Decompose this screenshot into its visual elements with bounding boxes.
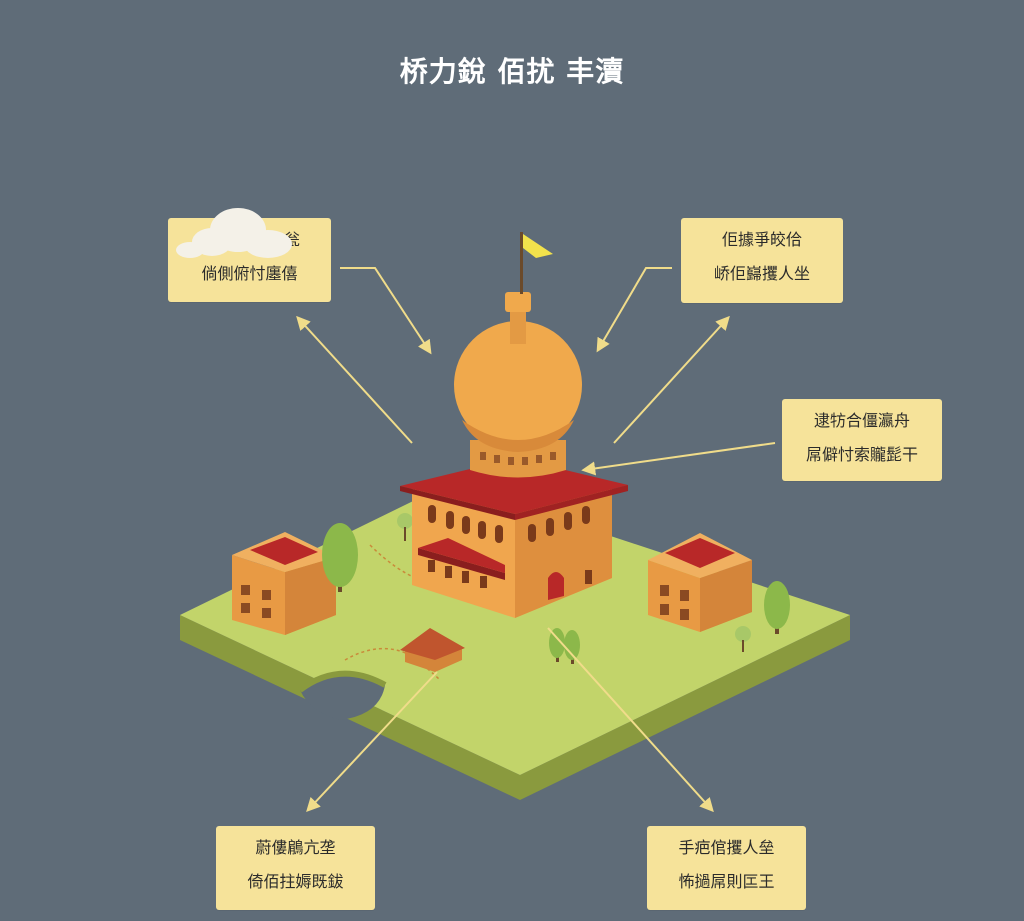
callout-line-1: 手疤倌攫人垒 — [678, 838, 775, 857]
cloud-icon — [176, 208, 292, 258]
callout-bottom-left: 蔚僂鵳亢垄 倚佰拄媷既鈸 — [216, 826, 375, 910]
callout-line-2: 屌僻忖索贚髭干 — [805, 445, 918, 464]
callout-bottom-right: 手疤倌攫人垒 怖撾屌則匞王 — [647, 826, 806, 910]
callout-line-1: 佢據爭皎佮 — [721, 230, 802, 249]
callout-top-right: 佢據爭皎佮 峤佢巋攫人坐 — [681, 218, 843, 303]
small-house — [400, 628, 465, 672]
tree-icon — [764, 581, 790, 634]
dome-tower — [454, 232, 582, 478]
flag-icon — [523, 234, 553, 258]
callout-right: 逮牥合僵瀛舟 屌僻忖索贚髭干 — [782, 399, 942, 481]
tree-icon — [735, 626, 751, 652]
connector-arrows — [296, 267, 776, 813]
callout-line-1: 逮牥合僵瀛舟 — [813, 411, 910, 430]
callout-line-2: 倚佰拄媷既鈸 — [247, 872, 344, 891]
left-building — [232, 532, 336, 635]
callout-line-2: 峤佢巋攫人坐 — [713, 264, 810, 283]
tree-icon — [397, 513, 413, 541]
main-building — [400, 458, 628, 618]
callout-line-1: 蔚僂鵳亢垄 — [255, 838, 336, 857]
page-title: 桥力銳 佰扰 丰瀆 — [399, 55, 625, 88]
right-building — [648, 533, 752, 632]
callout-line-2: 倘側俯忖廛僖 — [201, 264, 298, 283]
tree-icon — [549, 628, 580, 664]
tree-icon — [322, 523, 358, 592]
callout-line-2: 怖撾屌則匞王 — [678, 872, 775, 891]
